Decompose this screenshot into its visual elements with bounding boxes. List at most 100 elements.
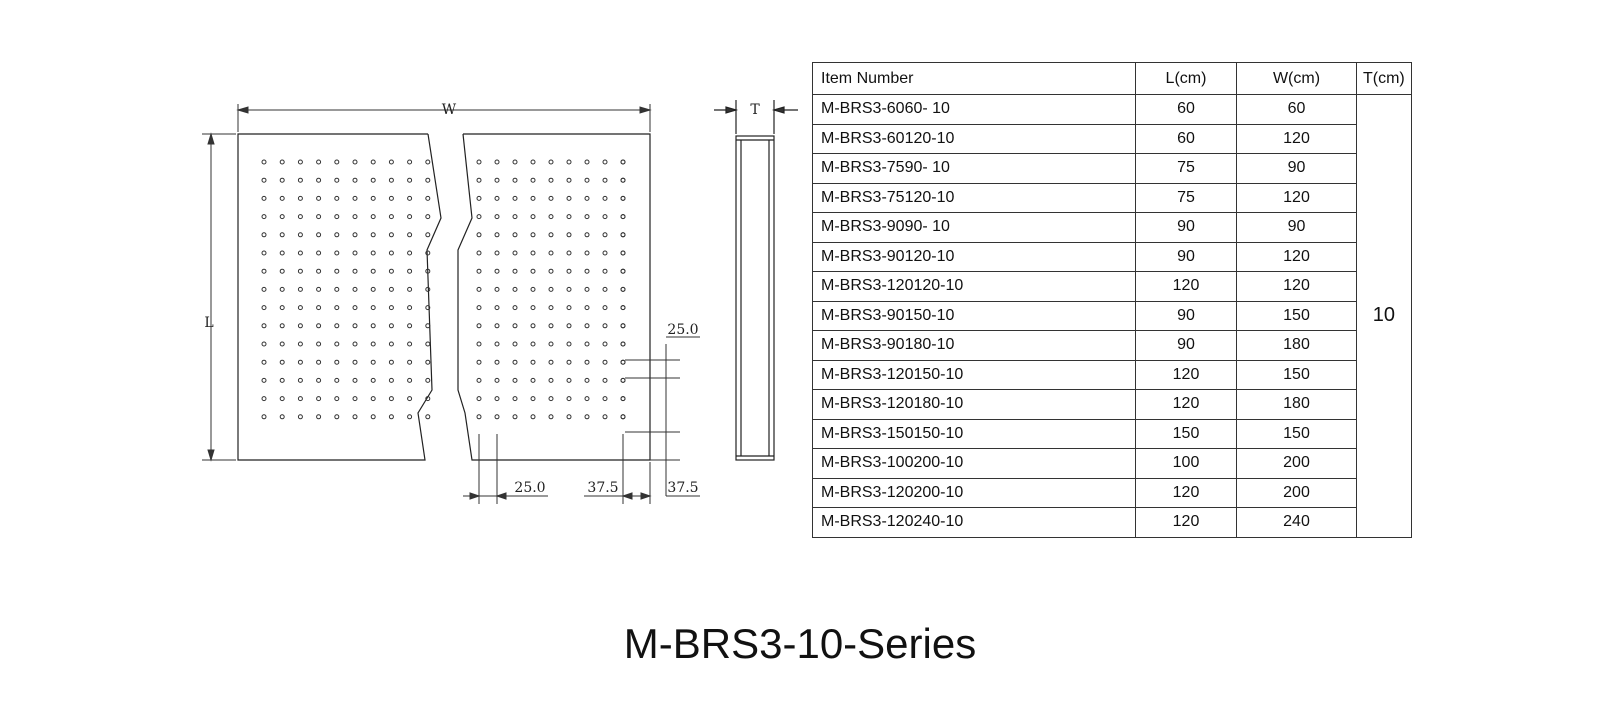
mounting-hole xyxy=(548,232,554,238)
right-offset-label: 37.5 xyxy=(667,480,698,496)
width-cell: 240 xyxy=(1236,507,1357,538)
mounting-hole xyxy=(476,359,482,365)
mounting-hole xyxy=(261,341,267,347)
mounting-hole xyxy=(316,305,322,311)
mounting-hole xyxy=(602,214,608,220)
mounting-hole xyxy=(494,359,500,365)
mounting-hole xyxy=(352,268,358,274)
length-cell: 90 xyxy=(1135,330,1237,361)
mounting-hole xyxy=(316,377,322,383)
mounting-hole xyxy=(261,396,267,402)
mounting-hole xyxy=(297,250,303,256)
mounting-hole xyxy=(334,396,340,402)
mounting-hole xyxy=(352,195,358,201)
mounting-hole xyxy=(370,414,376,420)
mounting-hole xyxy=(279,195,285,201)
mounting-hole xyxy=(352,341,358,347)
mounting-hole xyxy=(566,232,572,238)
mounting-hole xyxy=(425,250,431,256)
mounting-hole xyxy=(602,414,608,420)
mounting-hole xyxy=(388,159,394,165)
mounting-hole xyxy=(388,177,394,183)
mounting-hole xyxy=(584,341,590,347)
mounting-hole xyxy=(425,305,431,311)
mounting-hole xyxy=(512,214,518,220)
mounting-hole xyxy=(494,232,500,238)
mounting-hole xyxy=(548,286,554,292)
mounting-hole xyxy=(566,323,572,329)
mounting-hole xyxy=(407,414,413,420)
item-number-cell: M-BRS3-90120-10 xyxy=(812,241,1136,272)
mounting-hole xyxy=(512,341,518,347)
mounting-hole xyxy=(548,323,554,329)
mounting-hole xyxy=(388,414,394,420)
width-cell: 120 xyxy=(1236,182,1357,213)
length-cell: 90 xyxy=(1135,241,1237,272)
mounting-hole xyxy=(261,214,267,220)
mounting-hole xyxy=(548,214,554,220)
mounting-hole xyxy=(548,377,554,383)
mounting-hole xyxy=(620,341,626,347)
mounting-hole xyxy=(512,323,518,329)
mounting-hole xyxy=(548,341,554,347)
mounting-hole xyxy=(620,323,626,329)
mounting-hole xyxy=(476,341,482,347)
mounting-hole xyxy=(370,250,376,256)
thickness-label: T xyxy=(750,102,760,118)
mounting-hole xyxy=(334,250,340,256)
mounting-hole xyxy=(297,286,303,292)
mounting-hole xyxy=(407,232,413,238)
mounting-hole xyxy=(352,323,358,329)
mounting-hole xyxy=(334,305,340,311)
mounting-hole xyxy=(370,177,376,183)
mounting-hole xyxy=(352,286,358,292)
vertical-spacing-label: 25.0 xyxy=(667,322,698,338)
mounting-hole xyxy=(620,359,626,365)
mounting-hole xyxy=(407,377,413,383)
item-number-cell: M-BRS3-120150-10 xyxy=(812,359,1136,390)
length-cell: 120 xyxy=(1135,507,1237,538)
table-header-row: Item Number L(cm) W(cm) T(cm) xyxy=(812,62,1412,95)
mounting-hole xyxy=(261,305,267,311)
mounting-hole xyxy=(602,177,608,183)
mounting-hole xyxy=(316,396,322,402)
mounting-hole xyxy=(548,396,554,402)
mounting-hole xyxy=(279,414,285,420)
mounting-hole xyxy=(566,286,572,292)
mounting-hole xyxy=(548,195,554,201)
mounting-hole xyxy=(602,359,608,365)
mounting-hole xyxy=(530,359,536,365)
series-title: M-BRS3-10-Series xyxy=(623,620,977,667)
mounting-hole xyxy=(388,341,394,347)
mounting-hole xyxy=(316,159,322,165)
item-number-cell: M-BRS3-7590- 10 xyxy=(812,153,1136,184)
mounting-hole xyxy=(352,250,358,256)
mounting-hole xyxy=(584,377,590,383)
header-length: L(cm) xyxy=(1135,62,1237,95)
mounting-hole xyxy=(425,214,431,220)
mounting-hole xyxy=(370,305,376,311)
mounting-hole xyxy=(425,286,431,292)
mounting-hole xyxy=(388,268,394,274)
mounting-hole xyxy=(334,323,340,329)
mounting-hole xyxy=(584,396,590,402)
mounting-hole xyxy=(476,377,482,383)
mounting-hole xyxy=(407,268,413,274)
mounting-hole xyxy=(316,414,322,420)
mounting-hole xyxy=(620,414,626,420)
mounting-hole xyxy=(407,159,413,165)
width-cell: 120 xyxy=(1236,123,1357,154)
mounting-hole xyxy=(279,286,285,292)
mounting-hole xyxy=(425,396,431,402)
mounting-hole xyxy=(425,414,431,420)
mounting-hole xyxy=(494,250,500,256)
mounting-holes xyxy=(261,159,626,420)
mounting-hole xyxy=(388,232,394,238)
length-cell: 75 xyxy=(1135,182,1237,213)
